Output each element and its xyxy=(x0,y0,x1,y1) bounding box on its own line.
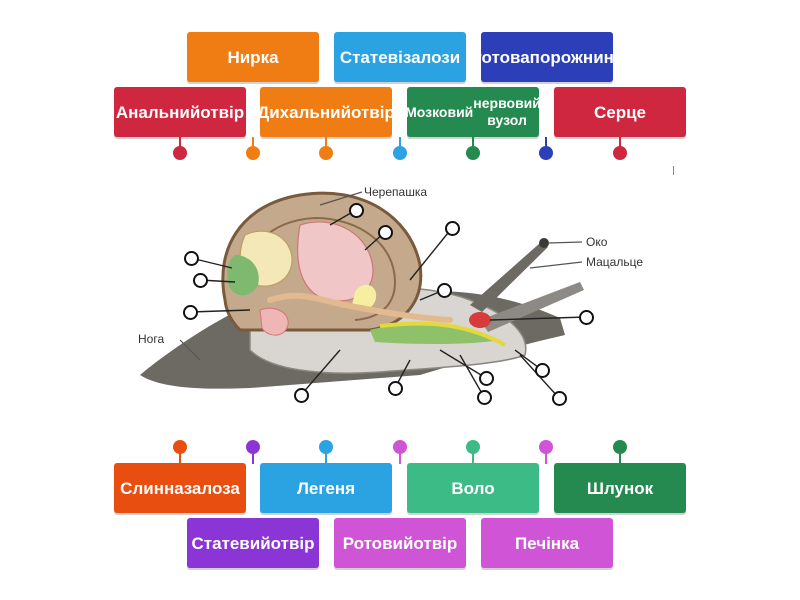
pin xyxy=(466,440,480,454)
upper-tentacle xyxy=(470,243,548,312)
label-foot: Нога xyxy=(138,332,164,346)
pin-line xyxy=(325,450,327,464)
tile-crop[interactable]: Воло xyxy=(407,463,539,513)
label-shell: Черепашка xyxy=(364,185,427,199)
pin-line xyxy=(325,137,327,151)
label-eye: Око xyxy=(586,235,608,249)
pin xyxy=(246,146,260,160)
tile-lung[interactable]: Легеня xyxy=(260,463,392,513)
drop-target[interactable] xyxy=(183,305,198,320)
pin xyxy=(613,146,627,160)
tile-label-line: Дихальний xyxy=(257,102,352,122)
tile-label-line: Воло xyxy=(451,478,495,498)
tile-label-line: порожнина xyxy=(529,47,624,67)
tile-label-line: Статевий xyxy=(191,533,271,553)
tile-label-line: Печінка xyxy=(514,533,580,553)
pin xyxy=(173,440,187,454)
pin-line xyxy=(399,137,401,151)
tile-label-line: Серце xyxy=(593,102,647,122)
tile-kidney[interactable]: Нирка xyxy=(187,32,319,82)
pin xyxy=(393,440,407,454)
tile-label-line: отвір xyxy=(270,533,315,553)
drop-target[interactable] xyxy=(579,310,594,325)
drop-target[interactable] xyxy=(535,363,550,378)
eye xyxy=(539,238,549,248)
drop-target[interactable] xyxy=(437,283,452,298)
drop-target[interactable] xyxy=(294,388,309,403)
kidney-organ xyxy=(227,255,259,296)
tile-label-line: Ротовий xyxy=(342,533,414,553)
drop-target[interactable] xyxy=(479,371,494,386)
drop-target[interactable] xyxy=(184,251,199,266)
drop-target[interactable] xyxy=(349,203,364,218)
pin-line xyxy=(179,450,181,464)
tile-stomach[interactable]: Шлунок xyxy=(554,463,686,513)
pin-line xyxy=(545,450,547,464)
pin-line xyxy=(179,137,181,151)
pin xyxy=(466,146,480,160)
tile-label-line: Легеня xyxy=(296,478,356,498)
label-tentacle: Мацальце xyxy=(586,255,643,269)
pin-line xyxy=(399,450,401,464)
pin xyxy=(539,146,553,160)
nerve-cord xyxy=(379,321,506,347)
heart-organ xyxy=(352,284,377,310)
tile-label-line: Статеві xyxy=(339,47,403,67)
salivary-gland-organ xyxy=(259,307,289,336)
drop-target[interactable] xyxy=(193,273,208,288)
eye-pointer-line xyxy=(547,241,583,244)
corner-mark xyxy=(673,166,674,175)
pin xyxy=(393,146,407,160)
drop-target[interactable] xyxy=(388,381,403,396)
intestine xyxy=(267,292,453,323)
tile-label-line: Слинна xyxy=(120,478,184,498)
foot-pointer-line xyxy=(179,339,201,361)
drop-target[interactable] xyxy=(378,225,393,240)
pin xyxy=(539,440,553,454)
tile-label-line: Шлунок xyxy=(586,478,654,498)
shell-pointer-line xyxy=(319,191,363,206)
pin xyxy=(319,146,333,160)
pin-line xyxy=(472,137,474,151)
drop-target[interactable] xyxy=(477,390,492,405)
tile-label-line: отвір xyxy=(200,102,245,122)
tile-label-line: Нирка xyxy=(227,47,279,67)
tile-heart[interactable]: Серце xyxy=(554,87,686,137)
pin xyxy=(319,440,333,454)
tile-label-line: залоза xyxy=(183,478,240,498)
oral-cavity-organ xyxy=(469,312,491,328)
pin-line xyxy=(619,450,621,464)
pin-line xyxy=(252,450,254,464)
tile-label-line: нервовий вузол xyxy=(473,95,541,128)
drop-target[interactable] xyxy=(445,221,460,236)
pin-line xyxy=(252,137,254,151)
pin xyxy=(246,440,260,454)
pin-line xyxy=(472,450,474,464)
tentacle-pointer-line xyxy=(529,261,583,269)
drop-target[interactable] xyxy=(552,391,567,406)
tile-liver[interactable]: Печінка xyxy=(481,518,613,568)
tile-label-line: залози xyxy=(402,47,461,67)
tile-label-line: Анальний xyxy=(115,102,201,122)
tile-label-line: отвір xyxy=(413,533,458,553)
tile-label-line: Ротова xyxy=(470,47,530,67)
pin xyxy=(613,440,627,454)
pin xyxy=(173,146,187,160)
tile-label-line: отвір xyxy=(351,102,395,122)
pin-line xyxy=(545,137,547,151)
tile-label-line: Мозковий xyxy=(405,103,474,120)
pin-line xyxy=(619,137,621,151)
